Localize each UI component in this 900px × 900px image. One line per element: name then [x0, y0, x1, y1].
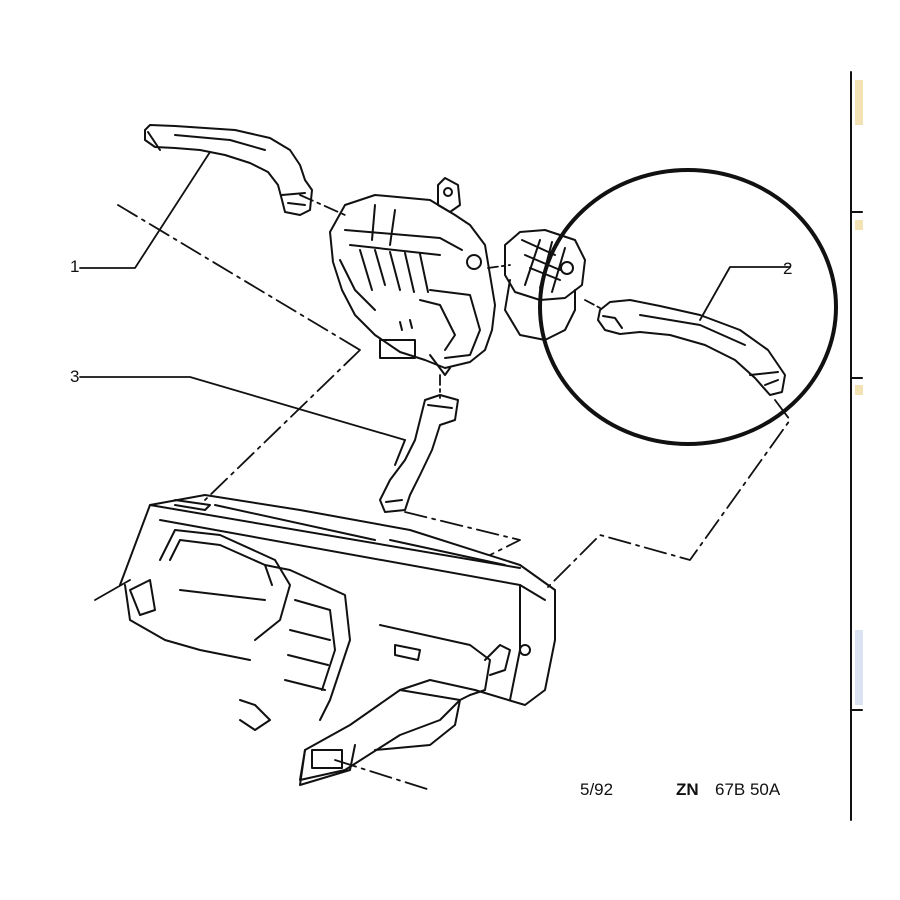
- page-edge-strip: [850, 71, 863, 821]
- leader-3: [79, 376, 406, 441]
- highlight-circle: [538, 168, 838, 446]
- leader-1: [79, 151, 211, 269]
- callout-1: 1: [70, 257, 80, 276]
- diagram-date: 5/92: [580, 780, 614, 799]
- left-air-duct: [144, 124, 313, 216]
- diagram-ref-prefix: ZN: [676, 780, 699, 799]
- blower-module: [504, 229, 586, 341]
- dashboard: [119, 494, 556, 786]
- heater-unit: [329, 177, 496, 376]
- right-air-duct: [597, 299, 786, 396]
- callout-3: 3: [70, 367, 80, 386]
- diagram-ref-code: 67B 50A: [715, 780, 781, 799]
- callout-2: 2: [783, 259, 793, 278]
- leader-lines: [79, 151, 791, 791]
- center-air-duct: [379, 394, 459, 513]
- leader-2: [699, 266, 791, 321]
